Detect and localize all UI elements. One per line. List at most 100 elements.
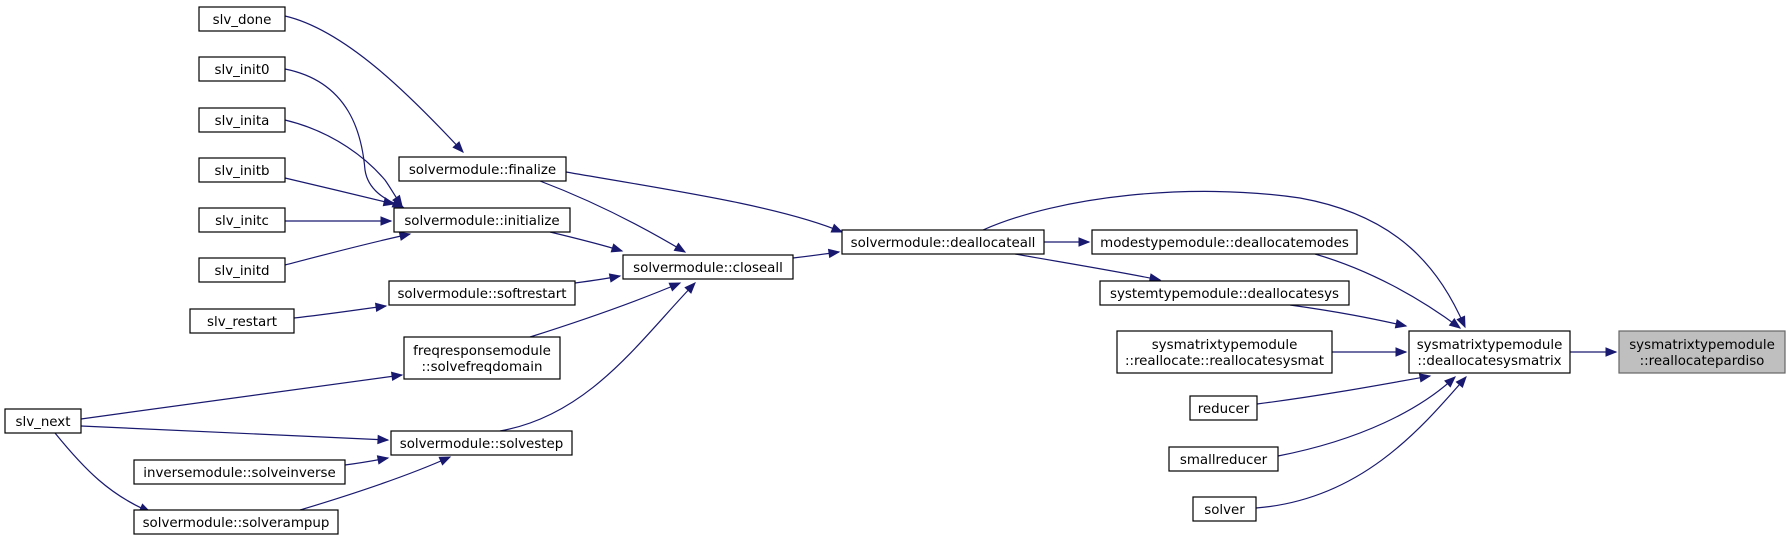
- node-freq-solvefreqdomain[interactable]: freqresponsemodule::solvefreqdomain: [403, 336, 561, 380]
- node-box[interactable]: [198, 56, 286, 82]
- edge-freq_solvefreqdomain-to-solver_closeall: [529, 282, 682, 338]
- node-box[interactable]: [1116, 330, 1333, 374]
- node-box[interactable]: [133, 509, 339, 535]
- edge-reducer-to-sysmatrix_deallocatesysmatrix: [1256, 373, 1432, 405]
- edge-solver_initialize-to-solver_closeall: [549, 231, 624, 253]
- edge-sysmatrix_reallocatesysmat-to-sysmatrix_deallocatesysmatrix: [1332, 347, 1408, 357]
- arrowhead: [610, 243, 624, 253]
- arrowhead: [392, 194, 403, 208]
- node-box[interactable]: [1408, 330, 1571, 374]
- node-box[interactable]: [1091, 229, 1358, 255]
- node-solver-finalize[interactable]: solvermodule::finalize: [398, 156, 567, 182]
- edge-line: [982, 190, 1466, 328]
- node-solver-solverampup[interactable]: solvermodule::solverampup: [133, 509, 339, 535]
- arrowhead: [608, 273, 622, 283]
- node-box[interactable]: [1099, 280, 1350, 306]
- edge-line: [565, 171, 843, 233]
- node-label: ::solvefreqdomain: [422, 360, 543, 375]
- node-box[interactable]: [198, 157, 286, 183]
- node-label: systemtypemodule::deallocatesys: [1110, 287, 1339, 302]
- node-label: freqresponsemodule: [413, 344, 551, 359]
- node-slv-next[interactable]: slv_next: [4, 408, 82, 434]
- node-reducer[interactable]: reducer: [1189, 395, 1258, 421]
- node-box[interactable]: [1192, 496, 1257, 522]
- edge-line: [54, 432, 151, 513]
- node-sysmatrix-reallocatepardiso[interactable]: sysmatrixtypemodule::reallocatepardiso: [1618, 330, 1786, 374]
- node-label: slv_initc: [215, 214, 269, 229]
- edge-line: [1314, 253, 1461, 329]
- node-smallreducer[interactable]: smallreducer: [1168, 446, 1279, 472]
- edge-line: [529, 282, 681, 338]
- edge-slv_initd-to-solver_initialize: [284, 231, 412, 266]
- edge-solver_closeall-to-solver_deallocateall: [792, 248, 841, 259]
- node-label: solvermodule::solverampup: [143, 516, 330, 531]
- node-label: ::deallocatesysmatrix: [1417, 354, 1561, 369]
- node-box[interactable]: [133, 459, 346, 485]
- node-system-deallocatesys[interactable]: systemtypemodule::deallocatesys: [1099, 280, 1350, 306]
- node-box[interactable]: [390, 430, 573, 456]
- node-box[interactable]: [198, 257, 286, 283]
- node-slv-init0[interactable]: slv_init0: [198, 56, 286, 82]
- arrowhead: [827, 248, 841, 259]
- node-box[interactable]: [1168, 446, 1279, 472]
- node-solver-solvestep[interactable]: solvermodule::solvestep: [390, 430, 573, 456]
- edge-solver_finalize-to-solver_closeall: [539, 180, 687, 253]
- node-box[interactable]: [198, 6, 286, 32]
- node-box[interactable]: [393, 207, 571, 233]
- edge-line: [80, 374, 403, 420]
- edge-line: [1277, 376, 1456, 457]
- node-solver-initialize[interactable]: solvermodule::initialize: [393, 207, 571, 233]
- node-slv-inita[interactable]: slv_inita: [198, 107, 286, 133]
- arrowhead: [374, 302, 388, 313]
- edge-solver_deallocateall-to-system_deallocatesys: [1014, 253, 1162, 283]
- node-slv-initc[interactable]: slv_initc: [198, 207, 286, 233]
- node-box[interactable]: [1618, 330, 1786, 374]
- arrowhead: [377, 434, 390, 445]
- node-box[interactable]: [403, 336, 561, 380]
- node-label: solvermodule::deallocateall: [851, 236, 1036, 251]
- node-slv-initb[interactable]: slv_initb: [198, 157, 286, 183]
- edge-solver_solverampup-to-solver_solvestep: [299, 456, 452, 511]
- edge-line: [1255, 376, 1467, 509]
- node-sysmatrix-reallocatesysmat[interactable]: sysmatrixtypemodule::reallocate::realloc…: [1116, 330, 1333, 374]
- node-modes-deallocatemodes[interactable]: modestypemodule::deallocatemodes: [1091, 229, 1358, 255]
- node-solver-deallocateall[interactable]: solvermodule::deallocateall: [841, 229, 1045, 255]
- edge-line: [284, 15, 464, 153]
- edge-solver_solvestep-to-solver_closeall: [499, 282, 696, 432]
- edge-solver_softrestart-to-solver_closeall: [574, 273, 622, 284]
- node-box[interactable]: [841, 229, 1045, 255]
- edge-modes_deallocatemodes-to-sysmatrix_deallocatesysmatrix: [1314, 253, 1462, 329]
- node-solver-closeall[interactable]: solvermodule::closeall: [622, 254, 794, 280]
- node-box[interactable]: [388, 280, 576, 306]
- node-box[interactable]: [398, 156, 567, 182]
- edge-line: [284, 233, 411, 266]
- edge-line: [284, 177, 395, 205]
- node-slv-restart[interactable]: slv_restart: [189, 308, 295, 334]
- edge-smallreducer-to-sysmatrix_deallocatesysmatrix: [1277, 376, 1456, 457]
- node-box[interactable]: [198, 107, 286, 133]
- node-box[interactable]: [4, 408, 82, 434]
- arrowhead: [1418, 373, 1432, 383]
- arrowhead: [668, 282, 682, 292]
- node-label: solvermodule::closeall: [633, 261, 783, 276]
- node-slv-initd[interactable]: slv_initd: [198, 257, 286, 283]
- node-sysmatrix-deallocatesysmatrix[interactable]: sysmatrixtypemodule::deallocatesysmatrix: [1408, 330, 1571, 374]
- node-box[interactable]: [1189, 395, 1258, 421]
- node-slv-done[interactable]: slv_done: [198, 6, 286, 32]
- arrowhead: [382, 196, 396, 207]
- arrowhead: [684, 282, 696, 294]
- node-label: sysmatrixtypemodule: [1417, 338, 1563, 353]
- node-solver[interactable]: solver: [1192, 496, 1257, 522]
- node-box[interactable]: [622, 254, 794, 280]
- arrowhead: [390, 371, 404, 382]
- edge-slv_initc-to-solver_initialize: [285, 216, 393, 226]
- arrowhead: [1394, 319, 1408, 329]
- node-inverse-solveinverse[interactable]: inversemodule::solveinverse: [133, 459, 346, 485]
- node-box[interactable]: [198, 207, 286, 233]
- node-box[interactable]: [189, 308, 295, 334]
- edge-line: [293, 305, 387, 319]
- arrowhead: [380, 216, 393, 226]
- node-solver-softrestart[interactable]: solvermodule::softrestart: [388, 280, 576, 306]
- arrowhead: [830, 223, 844, 233]
